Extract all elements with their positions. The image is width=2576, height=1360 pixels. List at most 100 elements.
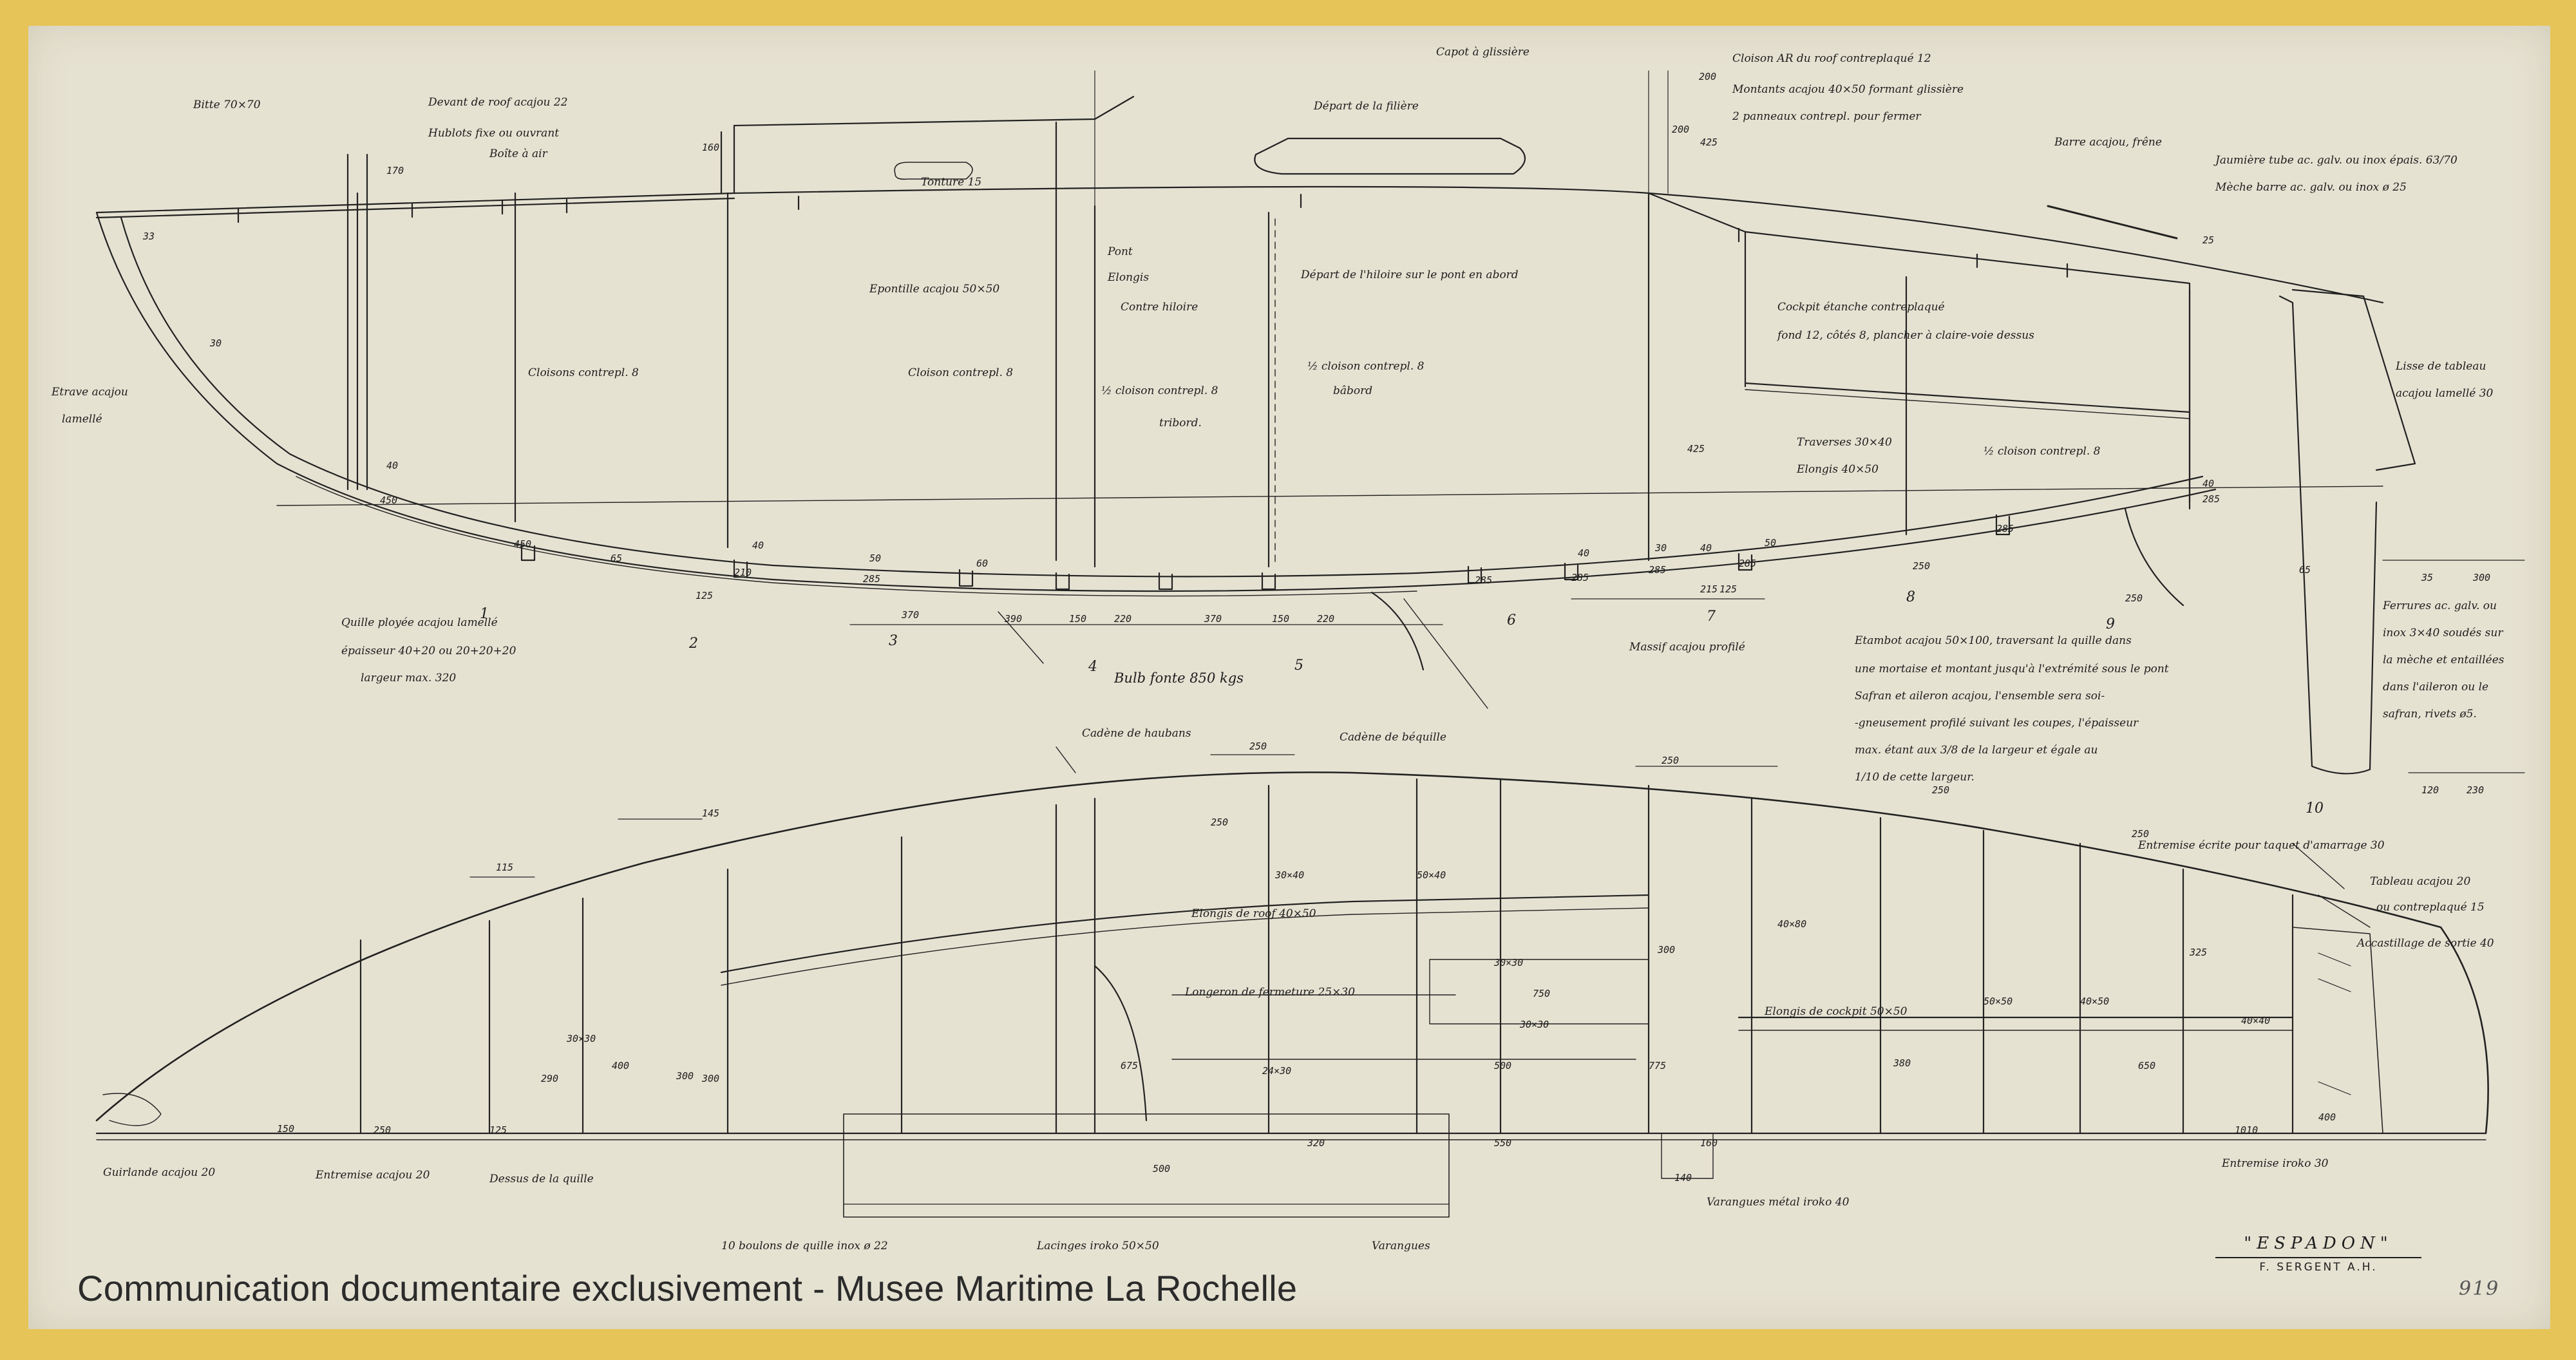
label-massif: Massif acajou profilé bbox=[1629, 641, 1745, 654]
dim: 170 bbox=[386, 165, 404, 176]
label-ferrures-3: la mèche et entaillées bbox=[2383, 654, 2505, 666]
station-9: 9 bbox=[2106, 616, 2115, 632]
dim: 285 bbox=[1571, 572, 1589, 583]
dim: 285 bbox=[1649, 564, 1666, 576]
dim: 24×30 bbox=[1262, 1065, 1291, 1077]
label-cockpit-1: Cockpit étanche contreplaqué bbox=[1777, 301, 1945, 314]
label-etrave-2: lamellé bbox=[62, 413, 102, 426]
label-cadene-bequille: Cadène de béquille bbox=[1340, 731, 1446, 744]
dim: 1010 bbox=[2235, 1124, 2258, 1136]
label-capot: Capot à glissière bbox=[1436, 46, 1530, 59]
dim: 250 bbox=[1913, 560, 1930, 572]
label-varangues-metal: Varangues métal iroko 40 bbox=[1707, 1196, 1850, 1209]
label-traverses: Traverses 30×40 bbox=[1797, 436, 1892, 449]
label-montants: Montants acajou 40×50 formant glissière bbox=[1732, 83, 1964, 96]
label-pont: Pont bbox=[1107, 245, 1133, 258]
dim: 40 bbox=[752, 540, 764, 551]
label-cloison-8-a: Cloisons contrepl. 8 bbox=[528, 366, 639, 379]
dim: 150 bbox=[1069, 613, 1086, 625]
title-block: "ESPADON" F. SERGENT A.H. bbox=[2215, 1234, 2421, 1274]
dim: 285 bbox=[2202, 493, 2220, 505]
dim: 30 bbox=[209, 337, 222, 349]
label-epontille: Epontille acajou 50×50 bbox=[869, 283, 999, 296]
watermark-notice: Communication documentaire exclusivement… bbox=[77, 1268, 1298, 1308]
drawing-sheet bbox=[28, 26, 2550, 1329]
label-cloison-arriere: Cloison AR du roof contreplaqué 12 bbox=[1732, 52, 1931, 65]
dim: 30 bbox=[1654, 542, 1667, 554]
dim: 30×40 bbox=[1274, 869, 1304, 881]
label-demi-cloison-3: ½ cloison contrepl. 8 bbox=[1984, 445, 2101, 458]
label-elongis: Elongis bbox=[1107, 271, 1149, 284]
dim: 380 bbox=[1893, 1057, 1911, 1069]
label-cloison-8-b: Cloison contrepl. 8 bbox=[908, 366, 1013, 379]
dim: 285 bbox=[1996, 523, 2014, 534]
label-bitte: Bitte 70×70 bbox=[193, 99, 261, 111]
dim: 200 bbox=[1672, 124, 1689, 135]
dim: 40 bbox=[2202, 478, 2214, 489]
label-ferrures-2: inox 3×40 soudés sur bbox=[2383, 627, 2503, 639]
dim: 220 bbox=[1114, 613, 1132, 625]
dim: 550 bbox=[1494, 1137, 1511, 1149]
label-hublots: Hublots fixe ou ouvrant bbox=[428, 127, 559, 140]
label-longeron-2: Elongis de cockpit 50×50 bbox=[1764, 1005, 1908, 1018]
station-8: 8 bbox=[1906, 589, 1915, 605]
dim: 250 bbox=[2125, 592, 2143, 604]
label-lisse-tableau-1: Lisse de tableau bbox=[2395, 360, 2486, 373]
dim: 220 bbox=[1317, 613, 1334, 625]
dim: 65 bbox=[2299, 564, 2311, 576]
station-10: 10 bbox=[2306, 800, 2324, 817]
dim: 115 bbox=[496, 862, 513, 873]
dim: 50 bbox=[1765, 537, 1776, 549]
label-longeron-1: Longeron de fermeture 25×30 bbox=[1184, 986, 1355, 999]
dim: 285 bbox=[1739, 558, 1756, 569]
label-entremise-taquet: Entremise écrite pour taquet d'amarrage … bbox=[2137, 839, 2385, 852]
label-demi-cloison-babord-1: ½ cloison contrepl. 8 bbox=[1307, 360, 1425, 373]
designer-credit: F. SERGENT A.H. bbox=[2215, 1257, 2421, 1274]
profile-annotations: Bitte 70×70 Devant de roof acajou 22 Hub… bbox=[51, 46, 2505, 784]
label-meche: Mèche barre ac. galv. ou inox ø 25 bbox=[2215, 181, 2407, 194]
station-2: 2 bbox=[688, 636, 698, 652]
dim: 300 bbox=[1657, 944, 1675, 956]
label-boite-air: Boîte à air bbox=[489, 147, 548, 160]
dim: 250 bbox=[2132, 828, 2149, 840]
dim: 250 bbox=[374, 1124, 391, 1136]
dim: 400 bbox=[612, 1060, 629, 1072]
label-ferrures-5: safran, rivets ø5. bbox=[2383, 708, 2477, 721]
station-5: 5 bbox=[1294, 657, 1303, 674]
dim: 35 bbox=[2421, 572, 2433, 583]
dim: 160 bbox=[702, 142, 719, 153]
dim: 120 bbox=[2421, 784, 2439, 796]
label-etambot-2: une mortaise et montant jusqu'à l'extrém… bbox=[1855, 663, 2169, 675]
label-quille-3: largeur max. 320 bbox=[361, 672, 456, 685]
dim: 125 bbox=[489, 1124, 507, 1136]
label-quille-2: épaisseur 40+20 ou 20+20+20 bbox=[341, 645, 516, 657]
dim: 250 bbox=[1249, 741, 1267, 752]
dim: 50×40 bbox=[1417, 869, 1446, 881]
station-7: 7 bbox=[1707, 609, 1716, 625]
dim: 775 bbox=[1649, 1060, 1666, 1072]
label-barre: Barre acajou, frêne bbox=[2054, 136, 2162, 149]
station-1: 1 bbox=[480, 606, 489, 622]
dim: 65 bbox=[611, 552, 622, 564]
label-demi-cloison-babord-2: bâbord bbox=[1333, 384, 1372, 397]
dim: 125 bbox=[1719, 583, 1737, 595]
hull-profile bbox=[95, 70, 2525, 775]
label-varangues: Varangues bbox=[1372, 1240, 1430, 1252]
dim: 675 bbox=[1121, 1060, 1138, 1072]
station-4: 4 bbox=[1088, 659, 1097, 675]
label-demi-cloison-tribord-2: tribord. bbox=[1159, 417, 1202, 430]
dim: 300 bbox=[701, 1073, 719, 1084]
dim: 390 bbox=[1004, 613, 1022, 625]
label-panneaux: 2 panneaux contrepl. pour fermer bbox=[1732, 110, 1921, 123]
dim: 30×30 bbox=[566, 1033, 596, 1044]
plan-dimensions: 250 250 250 250 250 145 115 325 300 750 … bbox=[277, 741, 2336, 1184]
boat-name: "ESPADON" bbox=[2244, 1234, 2393, 1253]
station-6: 6 bbox=[1507, 612, 1516, 628]
dim: 300 bbox=[676, 1070, 694, 1082]
label-entremise-30: Entremise iroko 30 bbox=[2221, 1157, 2329, 1170]
label-bulb: Bulb fonte 850 kgs bbox=[1113, 670, 1244, 686]
dim: 250 bbox=[1662, 755, 1679, 766]
label-ferrures-4: dans l'aileron ou le bbox=[2383, 681, 2488, 694]
dim: 150 bbox=[1272, 613, 1289, 625]
label-etambot-6: 1/10 de cette largeur. bbox=[1855, 771, 1975, 784]
